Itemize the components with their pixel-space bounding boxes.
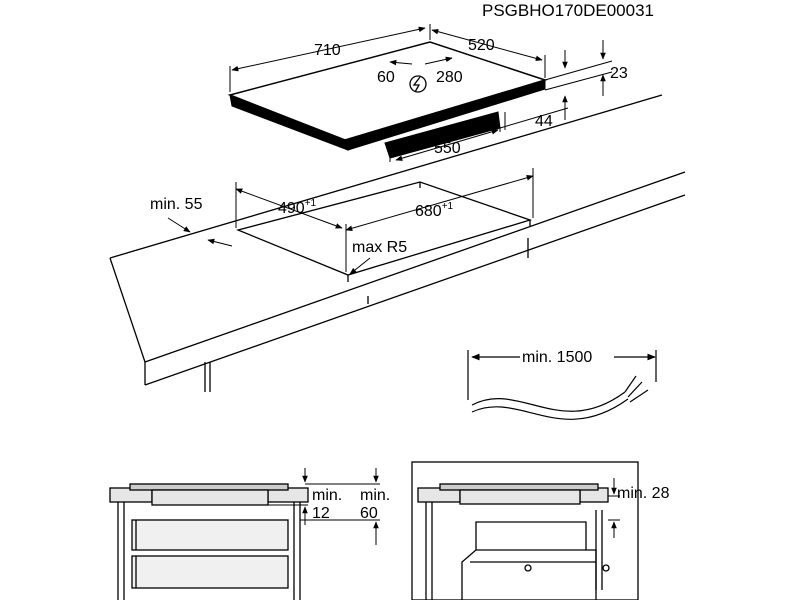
cable-min-length-label: min. 1500 <box>522 349 592 366</box>
cutout-depth-label: 490+1 <box>278 198 317 217</box>
hob-built-in-depth-label: 44 <box>535 113 553 130</box>
cutout-depth-value: 490 <box>278 200 305 217</box>
hob-width-label: 710 <box>314 42 341 59</box>
drawer-min-top-value: 12 <box>312 505 330 522</box>
drawer-min-top-label: min. <box>312 487 342 504</box>
cutout-radius-label: max R5 <box>352 239 407 256</box>
hob-left-offset-label: 60 <box>377 69 395 86</box>
cutout-min-front-label: min. 55 <box>150 196 203 213</box>
install-drawer-drawing <box>109 468 380 600</box>
drawer-min-side-label: min. <box>360 487 390 504</box>
cutout-width-label: 680+1 <box>415 201 454 220</box>
diagram-code: PSGBHO170DE00031 <box>482 1 654 20</box>
cutout-depth-tolerance: +1 <box>305 198 317 209</box>
cutout-width-value: 680 <box>415 203 442 220</box>
hob-depth-label: 520 <box>468 37 495 54</box>
install-oven-drawing <box>411 461 639 601</box>
worktop-drawing <box>109 94 686 392</box>
cable-drawing <box>467 350 657 420</box>
power-connection-icon <box>409 75 427 93</box>
cutout-width-tolerance: +1 <box>442 201 454 212</box>
hob-bottom-width-label: 550 <box>434 140 461 157</box>
drawer-min-side-value: 60 <box>360 505 378 522</box>
hob-right-offset-label: 280 <box>436 69 463 86</box>
oven-min-gap-label: min. 28 <box>617 485 670 502</box>
hob-thickness-label: 23 <box>610 65 628 82</box>
hob-drawing <box>227 24 613 162</box>
